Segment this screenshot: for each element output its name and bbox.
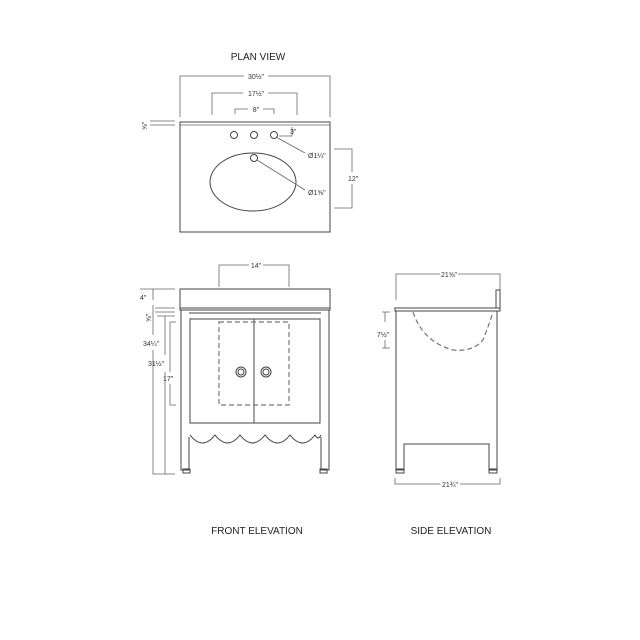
countertop-outline xyxy=(179,121,331,233)
dim-faucet-spread: 8" xyxy=(253,107,260,114)
faucet-hole-left xyxy=(230,131,238,139)
cabinet-doors xyxy=(189,318,321,424)
dim-top-thickness: ⅝" xyxy=(142,121,149,130)
dim-drain-dia: Ø1⅝" xyxy=(308,190,326,197)
dim-overall-width: 30½" xyxy=(248,73,265,81)
plan-view-title: PLAN VIEW xyxy=(231,52,286,63)
hidden-basin-outline xyxy=(218,321,290,406)
front-elevation: 14" 4" ⅝" 34¼" 31½" 17" FRONT ELEVATION xyxy=(140,263,331,537)
dim-top-thickness-front: ⅝" xyxy=(146,313,153,322)
dim-top-height: 4" xyxy=(140,295,147,302)
dim-faucet-hole-dia: Ø1¼" xyxy=(308,153,326,160)
plan-view: PLAN VIEW 30½" 17½" 8" ⅝" 3" Ø1¼" Ø1⅝" 1… xyxy=(142,52,359,233)
backsplash xyxy=(495,289,501,309)
dim-overall-height: 34¼" xyxy=(143,341,160,348)
dim-top-depth: 21⅝" xyxy=(441,272,458,279)
dim-base-depth: 21¾" xyxy=(442,482,459,489)
dim-faucet-spread-outer: 17½" xyxy=(248,90,265,98)
drain-hole xyxy=(250,154,258,162)
dim-basin-width: 14" xyxy=(251,263,262,270)
front-elevation-title: FRONT ELEVATION xyxy=(211,526,303,537)
door-ring-pull-left xyxy=(235,366,247,378)
door-ring-pull-right xyxy=(260,366,272,378)
dim-cabinet-height: 31½" xyxy=(148,360,165,368)
scalloped-apron xyxy=(189,434,322,444)
dim-hole-offset: 3" xyxy=(290,129,297,136)
dim-basin-depth: 12" xyxy=(348,176,359,183)
side-elevation: 21⅝" 7½" 21¾" SIDE ELEVATION xyxy=(377,272,501,537)
dim-interior-height: 17" xyxy=(163,376,174,383)
side-elevation-title: SIDE ELEVATION xyxy=(411,526,492,537)
side-countertop xyxy=(394,307,501,312)
faucet-hole-center xyxy=(250,131,258,139)
faucet-hole-right xyxy=(270,131,278,139)
sink-basin xyxy=(209,152,297,212)
hidden-basin-profile xyxy=(412,311,494,351)
dim-basin-drop: 7½" xyxy=(377,331,390,339)
countertop xyxy=(179,288,331,311)
